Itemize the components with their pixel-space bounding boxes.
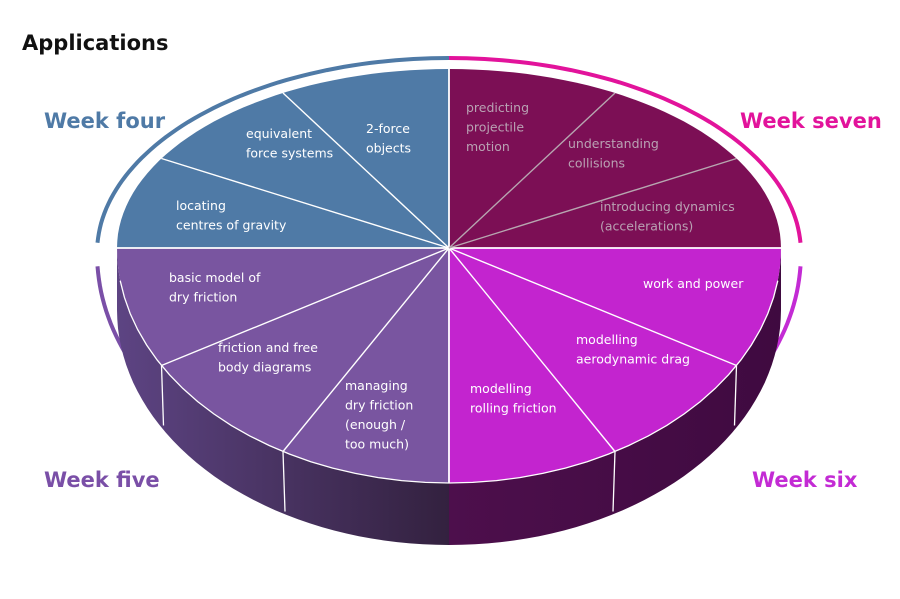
topic-label: locating centres of gravity <box>176 198 287 233</box>
topic-label: basic model of dry friction <box>169 270 261 305</box>
topic-label-line: predicting <box>466 100 529 115</box>
topic-label-line: projectile <box>466 120 524 135</box>
topic-label: introducing dynamics (accelerations) <box>600 199 735 234</box>
side-divider <box>282 451 286 512</box>
quadrant-week-six <box>449 248 781 483</box>
topic-label: work and power <box>643 276 744 291</box>
slice-divider <box>448 247 737 367</box>
topic-labels: 2-force objects equivalent force systems loc… <box>169 100 744 452</box>
topic-label: friction and free body diagrams <box>218 340 318 375</box>
topic-label-line: rolling friction <box>470 401 557 416</box>
topic-label-line: understanding <box>568 136 659 151</box>
slice-divider <box>161 157 450 249</box>
topic-label-line: force systems <box>246 146 333 161</box>
topic-label-line: friction and free <box>218 340 318 355</box>
quadrant-week-five <box>117 248 449 483</box>
slice-divider <box>448 247 616 452</box>
week-four-label: Week four <box>44 109 166 133</box>
page-title: Applications <box>22 31 168 55</box>
topic-label-line: motion <box>466 139 510 154</box>
topic-label-line: centres of gravity <box>176 218 287 233</box>
topic-label-line: modelling <box>576 332 638 347</box>
topic-label: understanding collisions <box>568 136 659 171</box>
quadrant-week-four <box>117 69 449 248</box>
slice-divider <box>448 92 616 249</box>
week-seven-label: Week seven <box>740 109 882 133</box>
topic-label-line: introducing dynamics <box>600 199 735 214</box>
topic-label-line: dry friction <box>169 290 237 305</box>
topic-label-line: equivalent <box>246 126 312 141</box>
slice-divider <box>282 247 450 452</box>
week-seven-arc <box>448 56 803 244</box>
topic-label-line: body diagrams <box>218 360 311 375</box>
disc-side-week-five <box>117 248 449 545</box>
topic-label-line: collisions <box>568 156 625 171</box>
topic-label: modelling rolling friction <box>470 381 557 416</box>
week-five-label: Week five <box>44 468 160 492</box>
topic-label-line: locating <box>176 198 226 213</box>
slice-divider <box>161 247 450 367</box>
topic-label-line: (accelerations) <box>600 219 693 234</box>
topic-label: 2-force objects <box>366 121 411 156</box>
week-six-label: Week six <box>752 468 858 492</box>
topic-label-line: 2-force <box>366 121 410 136</box>
side-divider <box>733 365 738 426</box>
topic-label-line: work and power <box>643 276 744 291</box>
slice-dividers <box>117 69 781 483</box>
topic-label: predicting projectile motion <box>466 100 529 154</box>
topic-label: equivalent force systems <box>246 126 333 161</box>
topic-label-line: too much) <box>345 437 409 452</box>
topic-label-line: aerodynamic drag <box>576 352 690 367</box>
topic-label: managing dry friction (enough / too much) <box>345 378 413 452</box>
disc-side-dividers <box>160 365 738 512</box>
topic-label-line: managing <box>345 378 408 393</box>
side-divider <box>160 365 165 426</box>
disc-side-week-six <box>449 248 781 545</box>
topic-label-line: basic model of <box>169 270 261 285</box>
topic-label-line: objects <box>366 141 411 156</box>
side-divider <box>612 451 616 512</box>
slice-divider <box>282 92 450 249</box>
week-four-arc <box>95 56 450 244</box>
topic-label-line: modelling <box>470 381 532 396</box>
topic-label-line: dry friction <box>345 398 413 413</box>
topic-label: modelling aerodynamic drag <box>576 332 690 367</box>
slice-divider <box>448 157 737 249</box>
topic-label-line: (enough / <box>345 417 406 432</box>
quadrant-week-seven <box>449 69 781 248</box>
